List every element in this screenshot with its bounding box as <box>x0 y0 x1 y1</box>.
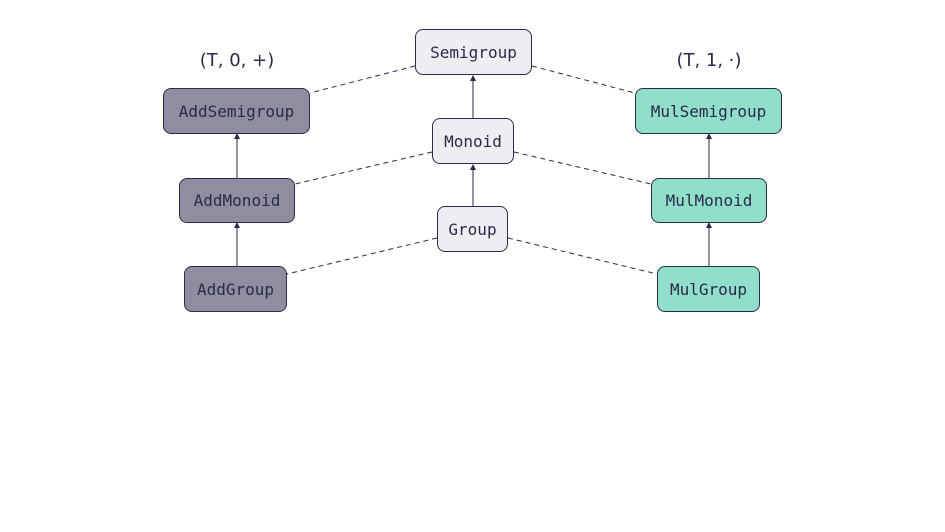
multiplicative-structure-heading: (T, 1, ·) <box>676 50 742 71</box>
dashed-link-monoid-mulmonoid <box>513 151 652 185</box>
dashed-link-group-mulgroup <box>507 237 658 275</box>
additive-structure-heading: (T, 0, +) <box>199 50 275 71</box>
node-semigroup: Semigroup <box>415 29 532 75</box>
dashed-link-group-addgroup <box>286 237 438 275</box>
node-group: Group <box>437 206 508 252</box>
node-mul-semigroup: MulSemigroup <box>635 88 782 134</box>
node-mul-group: MulGroup <box>657 266 760 312</box>
node-add-group: AddGroup <box>184 266 287 312</box>
node-add-monoid: AddMonoid <box>179 178 295 223</box>
dashed-link-semigroup-addsemigroup <box>309 65 416 94</box>
node-add-semigroup: AddSemigroup <box>163 88 310 134</box>
dashed-link-semigroup-mulsemigroup <box>531 65 636 94</box>
dashed-link-monoid-addmonoid <box>294 151 433 185</box>
node-monoid: Monoid <box>432 118 514 164</box>
node-mul-monoid: MulMonoid <box>651 178 767 223</box>
